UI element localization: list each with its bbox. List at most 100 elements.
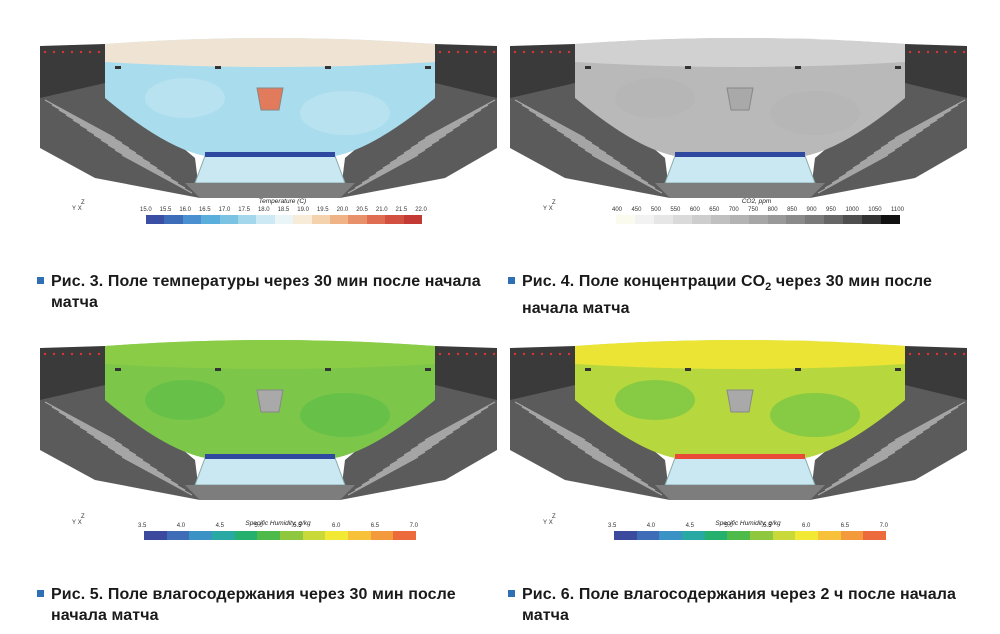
roof-beacon — [52, 50, 56, 54]
rink-boundary-layer — [205, 454, 335, 459]
colorbar-swatch — [256, 215, 275, 224]
roof-beacon — [908, 50, 912, 54]
air-field-top-layer — [105, 340, 435, 369]
seat-row — [894, 401, 966, 441]
seat-row — [831, 144, 903, 184]
seat-row — [375, 134, 447, 174]
ceiling-vent — [585, 368, 591, 371]
roof-beacon — [513, 352, 517, 356]
legend-tick-label: 19.0 — [297, 207, 309, 213]
left-stands — [510, 83, 670, 198]
seat-row — [107, 144, 179, 184]
legend-tick-label: 5.5 — [763, 523, 772, 529]
ceiling-vent — [795, 368, 801, 371]
seat-row — [410, 411, 482, 451]
seat-row — [354, 451, 426, 491]
axis-triad-4: Z Y X — [543, 514, 556, 526]
roof-beacon — [438, 352, 442, 356]
legend-tick-label: 4.0 — [176, 523, 186, 529]
rink-base — [655, 183, 825, 198]
left-roof-wing — [40, 44, 105, 98]
roof-beacon — [917, 50, 921, 54]
colorbar-swatch — [840, 531, 864, 540]
seat-row — [873, 416, 945, 456]
roof-beacon — [953, 50, 957, 54]
stadium-humidity-2h-field — [510, 340, 967, 500]
seat-row — [65, 114, 137, 154]
seat-row — [403, 416, 475, 456]
legend-tick-label: 850 — [787, 207, 798, 213]
roof-beacon — [97, 50, 101, 54]
left-roof-wing — [40, 346, 105, 400]
roof-beacon — [61, 50, 65, 54]
seat-row — [368, 441, 440, 481]
colorbar-swatch — [393, 531, 417, 540]
seat-row — [887, 406, 959, 446]
seat-row — [570, 441, 642, 481]
roof-beacon — [474, 50, 478, 54]
caption-bullet — [37, 277, 44, 284]
colorbar-swatch — [818, 531, 841, 540]
colorbar-swatch — [634, 215, 654, 224]
colorbar-swatch — [704, 531, 728, 540]
roof-beacon — [953, 352, 957, 356]
legend-tick-label: 950 — [825, 207, 836, 213]
colorbar-swatch — [164, 215, 183, 224]
seat-row — [93, 436, 165, 476]
roof-beacon — [465, 352, 469, 356]
roof-beacon — [567, 50, 571, 54]
roof-beacon — [558, 50, 562, 54]
colorbar-swatch — [881, 215, 901, 224]
colorbar-swatch — [767, 215, 787, 224]
colorbar-swatch — [824, 215, 844, 224]
legend-title-temperature: Temperature (C) — [258, 198, 307, 205]
field-blotch — [615, 380, 695, 420]
seat-row — [563, 436, 635, 476]
seat-row — [361, 144, 433, 184]
legend-tick-label: 3.5 — [608, 523, 617, 529]
axis-y-label: Y — [543, 520, 548, 526]
colorbar-swatch — [748, 215, 768, 224]
seat-row — [880, 109, 952, 149]
ceiling-vent — [585, 66, 591, 69]
roof-beacon — [88, 352, 92, 356]
legend-tick-label: 7.0 — [879, 523, 888, 529]
ceiling-vent — [425, 368, 431, 371]
seat-row — [93, 134, 165, 174]
colorbar-swatch — [786, 215, 806, 224]
colorbar-swatch — [234, 531, 258, 540]
field-blotch — [300, 393, 390, 437]
ceiling-vent — [115, 368, 121, 371]
colorbar-swatch — [403, 215, 423, 224]
ceiling-vent — [895, 368, 901, 371]
roof-beacon — [97, 352, 101, 356]
colorbar-swatch — [274, 215, 294, 224]
legend-tick-label: 17.0 — [218, 207, 231, 213]
seat-row — [521, 104, 593, 144]
field-blotch — [615, 78, 695, 118]
ice-rink — [194, 155, 346, 184]
roof-beacon — [70, 50, 74, 54]
ventilation-pod — [256, 389, 284, 413]
colorbar-swatch — [843, 215, 863, 224]
axis-y-label: Y — [543, 206, 548, 212]
legend-tick-label: 600 — [689, 207, 700, 213]
ceiling-vent — [795, 66, 801, 69]
roof-beacon — [70, 352, 74, 356]
right-stands — [810, 83, 967, 198]
field-blotch — [145, 380, 225, 420]
legend-tick-label: 1050 — [868, 207, 882, 213]
legend-tick-label: 5.0 — [724, 523, 733, 529]
seat-row — [845, 134, 917, 174]
seat-row — [880, 411, 952, 451]
legend-colorbar-humidity-2 — [614, 531, 887, 540]
roof-beacon — [483, 352, 487, 356]
seat-row — [79, 124, 151, 164]
colorbar-swatch — [727, 531, 751, 540]
roof-beacon — [935, 352, 939, 356]
seat-row — [556, 431, 628, 471]
seat-row — [542, 421, 614, 461]
colorbar-swatch — [189, 531, 213, 540]
roof-beacon — [79, 50, 83, 54]
